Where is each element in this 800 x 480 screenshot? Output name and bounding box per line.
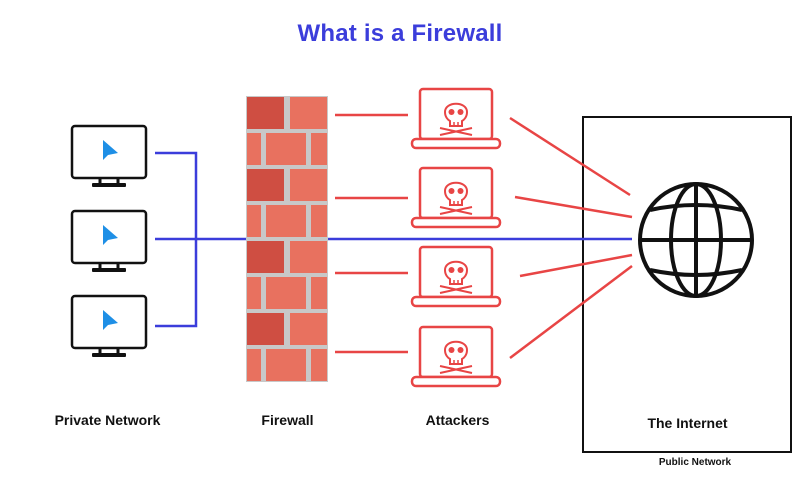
attack-link (514, 195, 633, 219)
skull-laptop-icon (410, 245, 502, 308)
skull-laptop-icon (410, 166, 502, 229)
attack-link (519, 253, 633, 278)
desktop-computer-icon (70, 294, 148, 359)
firewall-label: Firewall (261, 412, 314, 428)
globe-icon (638, 182, 754, 298)
attackers-label: Attackers (425, 412, 490, 428)
firewall-wall (246, 96, 328, 382)
public-network-label: Public Network (658, 457, 732, 468)
attack-lines (335, 113, 633, 359)
internet-label: The Internet (647, 415, 728, 431)
attack-link (509, 265, 633, 359)
public-network-box (582, 116, 792, 453)
private-network-links (155, 151, 632, 328)
skull-laptop-icon (410, 87, 502, 150)
diagram-title: What is a Firewall (297, 20, 503, 47)
skull-laptop-icon (410, 325, 502, 388)
attack-link (509, 116, 631, 197)
private-network-label: Private Network (54, 412, 161, 428)
desktop-computer-icon (70, 209, 148, 274)
desktop-computer-icon (70, 124, 148, 189)
